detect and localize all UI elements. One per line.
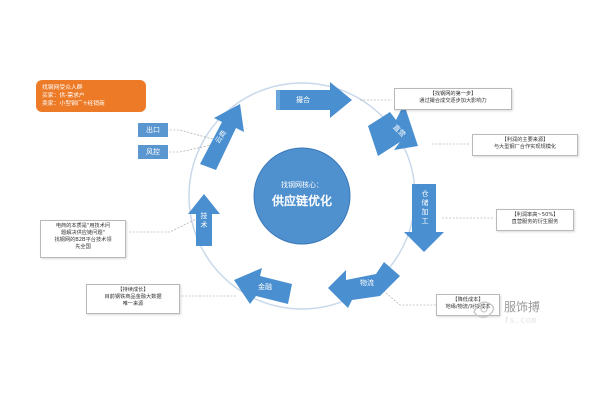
arrow-cloud-business: [200, 104, 244, 170]
note-profit-rate: 【利润率高~50%】 直营服务的衍生服务: [496, 209, 574, 231]
label-finance: 金融: [258, 283, 272, 291]
connector-logistics: [377, 285, 436, 306]
label-matchmaking: 撮合: [296, 96, 310, 104]
label-technology: 技术: [200, 212, 208, 229]
arrow-self-operated: [368, 104, 418, 156]
audience-title: 找钢网受众人群: [42, 85, 83, 91]
core-circle: [254, 148, 350, 244]
note-tech: 电商的本质是"用技术问 题解决供应链问题" 找钢网的B2B平台技术领 先全国: [40, 220, 126, 258]
audience-info-box: 找钢网受众人群 买家：供-需求户 卖家：小型钢厂+经销商: [36, 80, 146, 112]
risk-control-box: 风控: [138, 145, 168, 159]
audience-sellers: 卖家：小型钢厂+经销商: [42, 101, 105, 107]
watermark-text: 服饰搏: [504, 300, 541, 314]
export-box: 出口: [138, 123, 168, 137]
label-warehousing: 仓储加工: [421, 190, 429, 225]
arrow-technology: [188, 194, 220, 246]
connector-risk: [168, 143, 217, 153]
note-logistics: 【降低成本】 地缘/物流/对接成本: [436, 294, 500, 316]
note-profit-source: 【利润的主要来源】 与大型钢厂合作实现规模化: [472, 134, 578, 156]
arrow-warehousing: [404, 184, 444, 252]
label-logistics: 物流: [360, 279, 374, 287]
core-top-label: 找钢网核心：: [281, 181, 323, 189]
watermark-subtext: fs.com: [504, 316, 537, 326]
watermark: 服饰搏 fs.com: [470, 292, 570, 336]
audience-buyers: 买家：供-需求户: [42, 93, 85, 99]
arrow-matchmaking: [276, 82, 352, 118]
note-finance: 【持续成长】 目前钢铁商品金融大数据 唯一来源: [86, 284, 180, 314]
arrow-finance: [234, 268, 292, 304]
arrow-logistics: [328, 262, 400, 308]
connector-export: [168, 129, 217, 141]
watermark-logo-icon: [473, 301, 495, 319]
connector-tech: [128, 217, 199, 233]
note-first-step: 【找钢网的第一步】 通过撮合成交逐步加大影响力: [394, 88, 512, 110]
core-main-label: 供应链优化: [271, 194, 332, 208]
